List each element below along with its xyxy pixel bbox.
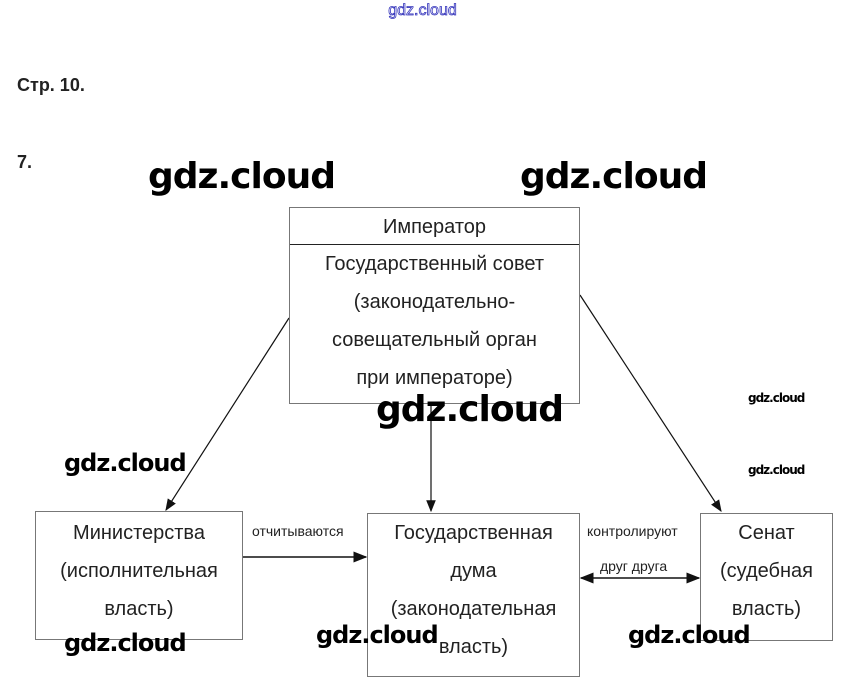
ministries-line: власть) bbox=[104, 598, 174, 620]
emperor-line: при императоре) bbox=[356, 367, 513, 389]
emperor-line: (законодательно- bbox=[353, 291, 516, 313]
page-heading: Стр. 10. bbox=[17, 75, 85, 95]
senate-box: Сенат (судебная власть) bbox=[700, 513, 833, 641]
watermark: gdz.cloud bbox=[64, 449, 187, 477]
edge-label-control-2: друг друга bbox=[600, 558, 668, 574]
duma-line: власть) bbox=[438, 636, 509, 658]
duma-line: дума bbox=[450, 560, 497, 582]
watermark: gdz.cloud bbox=[748, 463, 805, 477]
emperor-title: Император bbox=[290, 208, 579, 245]
edge-label-control: контролируют bbox=[587, 523, 678, 539]
watermark: gdz.cloud bbox=[316, 621, 439, 649]
senate-line: власть) bbox=[731, 598, 802, 620]
watermark: gdz.cloud bbox=[148, 156, 336, 197]
duma-line: Государственная bbox=[394, 522, 553, 544]
arrow-emperor-ministries bbox=[165, 317, 290, 512]
watermark-top: gdz.cloud bbox=[388, 2, 457, 20]
watermark: gdz.cloud bbox=[64, 629, 187, 657]
watermark: gdz.cloud bbox=[520, 156, 708, 197]
senate-line: Сенат bbox=[738, 522, 795, 544]
watermark: gdz.cloud bbox=[376, 389, 564, 430]
duma-box: Государственная дума (законодательная вл… bbox=[367, 513, 580, 677]
arrow-emperor-senate bbox=[579, 294, 722, 513]
senate-line: (судебная bbox=[719, 560, 814, 582]
emperor-line: совещательный орган bbox=[332, 329, 537, 351]
ministries-box: Министерства (исполнительная власть) bbox=[35, 511, 243, 640]
emperor-box: Император Государственный совет (законод… bbox=[289, 207, 580, 404]
ministries-line: (исполнительная bbox=[60, 560, 218, 582]
task-number: 7. bbox=[17, 152, 33, 172]
ministries-line: Министерства bbox=[73, 522, 205, 544]
watermark: gdz.cloud bbox=[628, 621, 751, 649]
edge-label-report: отчитываются bbox=[252, 523, 344, 539]
watermark: gdz.cloud bbox=[748, 391, 805, 405]
emperor-line: Государственный совет bbox=[324, 253, 545, 275]
duma-line: (законодательная bbox=[390, 598, 557, 620]
